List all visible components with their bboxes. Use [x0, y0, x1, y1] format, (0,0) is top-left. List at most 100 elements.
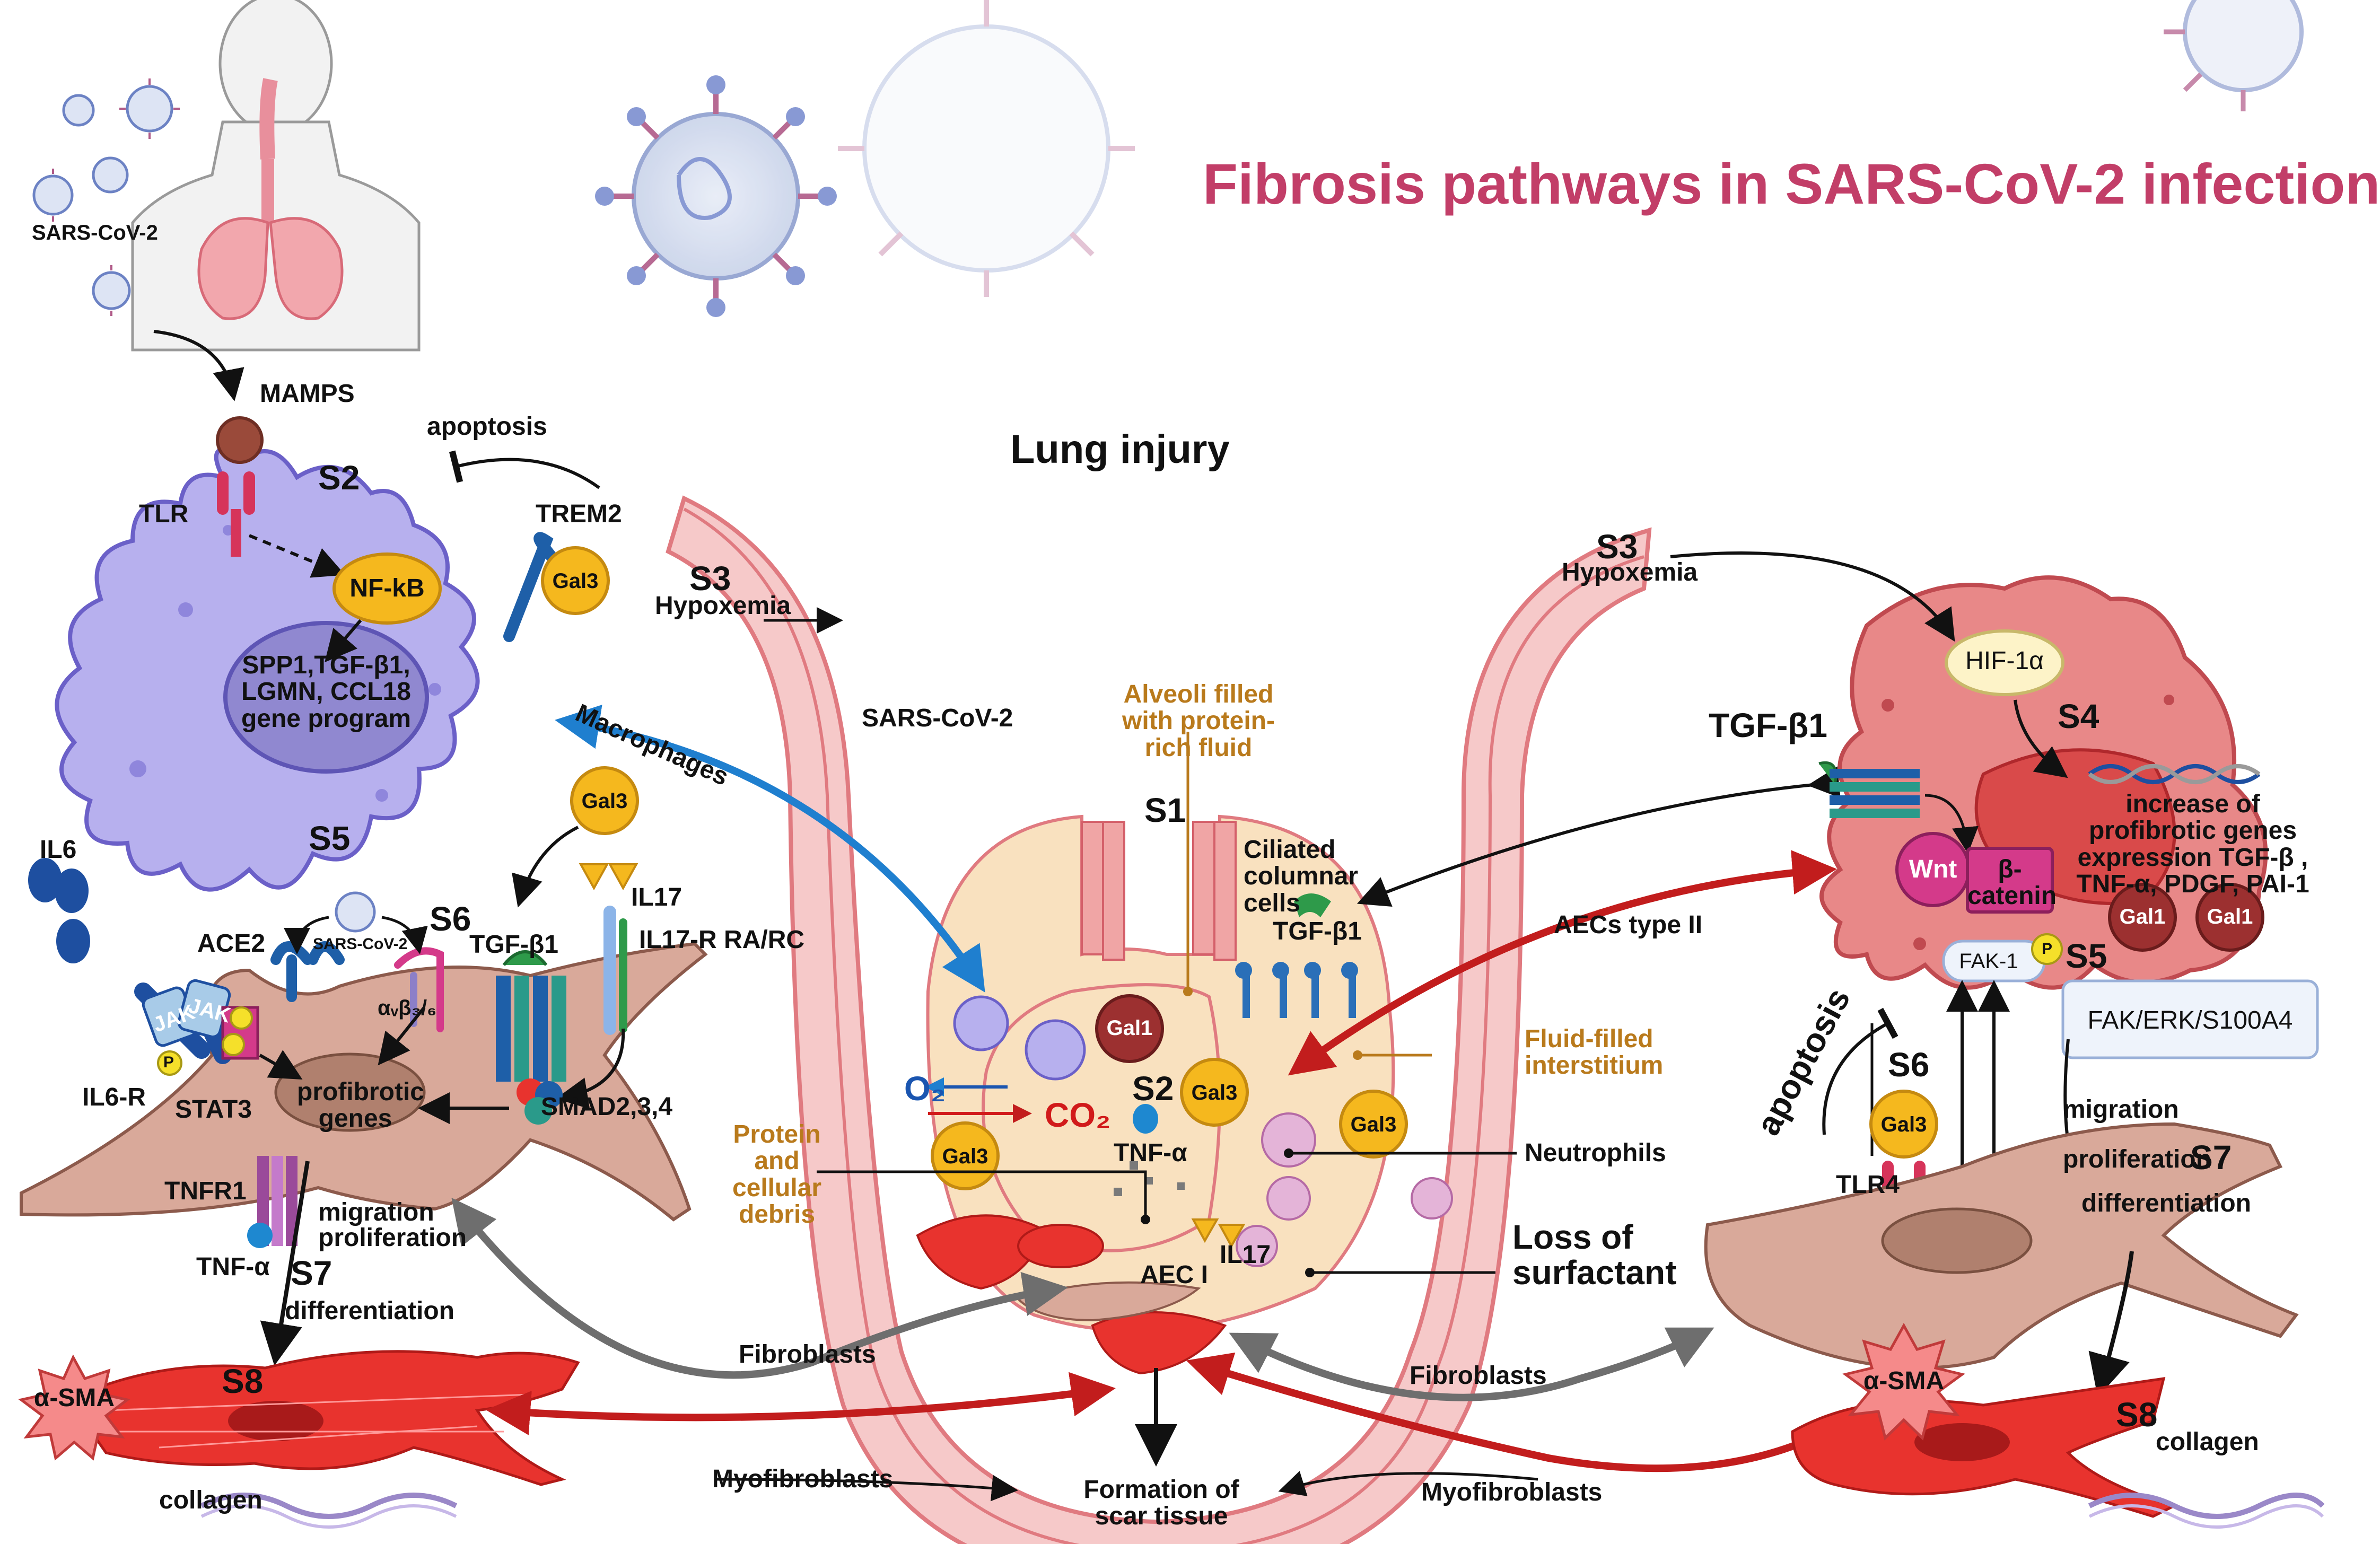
- arrow-gal3-to-tgfb1: [512, 826, 579, 908]
- arrow-virus-to-mamps: [153, 330, 244, 401]
- label-gal3-right: Gal3: [1880, 1113, 1927, 1136]
- fak1-phospho: [2031, 933, 2063, 965]
- label-bcatenin: β-catenin: [1967, 855, 2057, 910]
- macrophages-in-alveolus: [953, 995, 1086, 1081]
- label-tnfa-center: TNF-α: [1114, 1139, 1187, 1167]
- label-differentiation-left: differentiation: [285, 1297, 454, 1325]
- arrow-myofibroblasts-left: [715, 1475, 1018, 1502]
- arrow-right-to-myofibroblast: [2088, 1251, 2134, 1398]
- dna-strand: [2088, 764, 2261, 784]
- label-integrin: αᵥβ₃/₆: [378, 996, 437, 1020]
- label-gal1-right-a: Gal1: [2119, 905, 2166, 928]
- page-title: Fibrosis pathways in SARS-CoV-2 infectio…: [1203, 152, 2380, 216]
- label-migration-right: migration: [2063, 1095, 2179, 1124]
- label-collagen-right: collagen: [2156, 1428, 2259, 1456]
- decorative-virus-large: [595, 75, 837, 317]
- arrow-myofibroblasts-right: [1278, 1471, 1538, 1496]
- label-sars-cov2-top: SARS-CoV-2: [32, 221, 158, 244]
- label-asma-left: α-SMA: [33, 1384, 115, 1412]
- step-s3-right: S3: [1596, 528, 1638, 566]
- leader-protein-debris: [817, 1170, 1147, 1220]
- label-protein-debris: Protein and cellular debris: [732, 1120, 822, 1229]
- il6-molecules: [28, 858, 90, 963]
- label-gal3-center-c: Gal3: [1350, 1113, 1397, 1136]
- nfkb-node: [332, 552, 442, 625]
- collagen-fiber-left-2: [200, 1504, 457, 1529]
- label-nfkb: NF-kB: [349, 574, 425, 602]
- arrow-fibroblasts-left: [451, 1197, 1068, 1379]
- virus-spikes-small: [52, 78, 180, 316]
- label-fak-box: FAK/ERK/S100A4: [2087, 1006, 2293, 1034]
- label-il6: IL6: [40, 836, 77, 864]
- arrow-hypoxemia-right: [1670, 551, 1955, 642]
- arrow-trem2-apoptosis: [449, 450, 600, 489]
- label-asma-right: α-SMA: [1863, 1367, 1945, 1395]
- label-apoptosis-left: apoptosis: [427, 413, 547, 441]
- jak-stat-complex: [134, 979, 259, 1076]
- label-alveoli-fluid: Alveoli filled with protein-rich fluid: [1122, 680, 1275, 762]
- label-proliferation-right: proliferation: [2063, 1145, 2212, 1173]
- step-s2-center: S2: [1132, 1069, 1174, 1108]
- label-tlr4: TLR4: [1836, 1171, 1900, 1199]
- label-gal1-center: Gal1: [1106, 1016, 1153, 1040]
- smad-complex: [517, 1078, 563, 1125]
- arrow-tgfb1r-to-wnt: [1924, 794, 1979, 854]
- arrow-apoptosis-right: [1822, 1007, 1898, 1135]
- label-ace2: ACE2: [197, 929, 266, 958]
- label-il17-left: IL17: [631, 883, 682, 911]
- label-profibrotic-genes: profibrotic genes: [297, 1078, 424, 1133]
- label-myofibroblasts-right: Myofibroblasts: [1421, 1478, 1603, 1506]
- arrow-myofibroblasts-right-red: [1186, 1352, 1805, 1472]
- label-tgfb1-left: TGF-β1: [469, 931, 558, 959]
- label-tnfa-left: TNF-α: [196, 1253, 270, 1281]
- arrow-nfkb-to-genes: [325, 619, 362, 663]
- step-s7-left: S7: [291, 1254, 332, 1292]
- human-lungs-illustration: [131, 0, 421, 352]
- step-s4: S4: [2058, 697, 2099, 735]
- arrow-stat3-to-genes: [259, 1050, 303, 1080]
- label-fluid-interstitium: Fluid-filled interstitium: [1525, 1025, 1664, 1080]
- label-gal3-center-a: Gal3: [1191, 1081, 1238, 1104]
- label-gene-program: SPP1,TGF-β1, LGMN, CCL18 gene program: [241, 651, 412, 733]
- label-stat3: STAT3: [175, 1095, 252, 1124]
- label-hypoxemia-left: Hypoxemia: [655, 592, 791, 620]
- gal1-node-center: [1095, 994, 1164, 1063]
- il17-molecule-left: [579, 863, 638, 891]
- label-wnt: Wnt: [1909, 855, 1957, 883]
- asma-badge-right: [1842, 1322, 1965, 1441]
- il17-molecule-center: [1191, 1218, 1246, 1249]
- arrow-virus-to-integrin: [381, 916, 428, 954]
- step-s3-left: S3: [689, 559, 731, 598]
- decorative-virus-corner: [2164, 0, 2304, 111]
- small-virus-cluster: [32, 85, 173, 310]
- label-smad: SMAD2,3,4: [541, 1093, 673, 1121]
- bcatenin-node: [1966, 847, 2054, 914]
- label-differentiation-right: differentiation: [2081, 1189, 2251, 1217]
- label-il17-center: IL17: [1220, 1241, 1271, 1269]
- gal3-node-center-c: [1339, 1090, 1408, 1159]
- label-tlr: TLR: [139, 500, 189, 528]
- step-s5-right: S5: [2066, 937, 2107, 975]
- gal3-node-center-a: [1180, 1058, 1249, 1127]
- gal1-node-right-b: [2195, 883, 2264, 952]
- arrow-virus-to-ace2: [284, 916, 329, 954]
- label-tgfb1-center: TGF-β1: [1273, 917, 1362, 945]
- label-aec1: AEC I: [1140, 1261, 1209, 1289]
- step-s1: S1: [1144, 791, 1186, 829]
- label-sars-cov2-small: SARS-CoV-2: [313, 935, 408, 953]
- trem2-receptor: [503, 532, 610, 642]
- arrow-fibroblasts-right: [1229, 1327, 1714, 1401]
- step-s2-left: S2: [318, 459, 360, 497]
- label-gal1-right-b: Gal1: [2207, 905, 2253, 928]
- label-neutrophils: Neutrophils: [1525, 1139, 1666, 1167]
- tlr-receptor: [216, 416, 264, 557]
- diagram-canvas: [18, 0, 2325, 1544]
- gal1-node-right-a: [2108, 883, 2177, 952]
- collagen-fiber-left: [200, 1493, 458, 1519]
- step-s7-right: S7: [2190, 1138, 2232, 1177]
- collagen-fiber-right-2: [2088, 1504, 2324, 1529]
- label-fak1: FAK-1: [1959, 950, 2018, 973]
- arrow-hif-to-genes: [2014, 699, 2068, 778]
- arrow-tgfb1-right: [1357, 766, 1841, 907]
- collagen-fiber-right: [2088, 1493, 2325, 1519]
